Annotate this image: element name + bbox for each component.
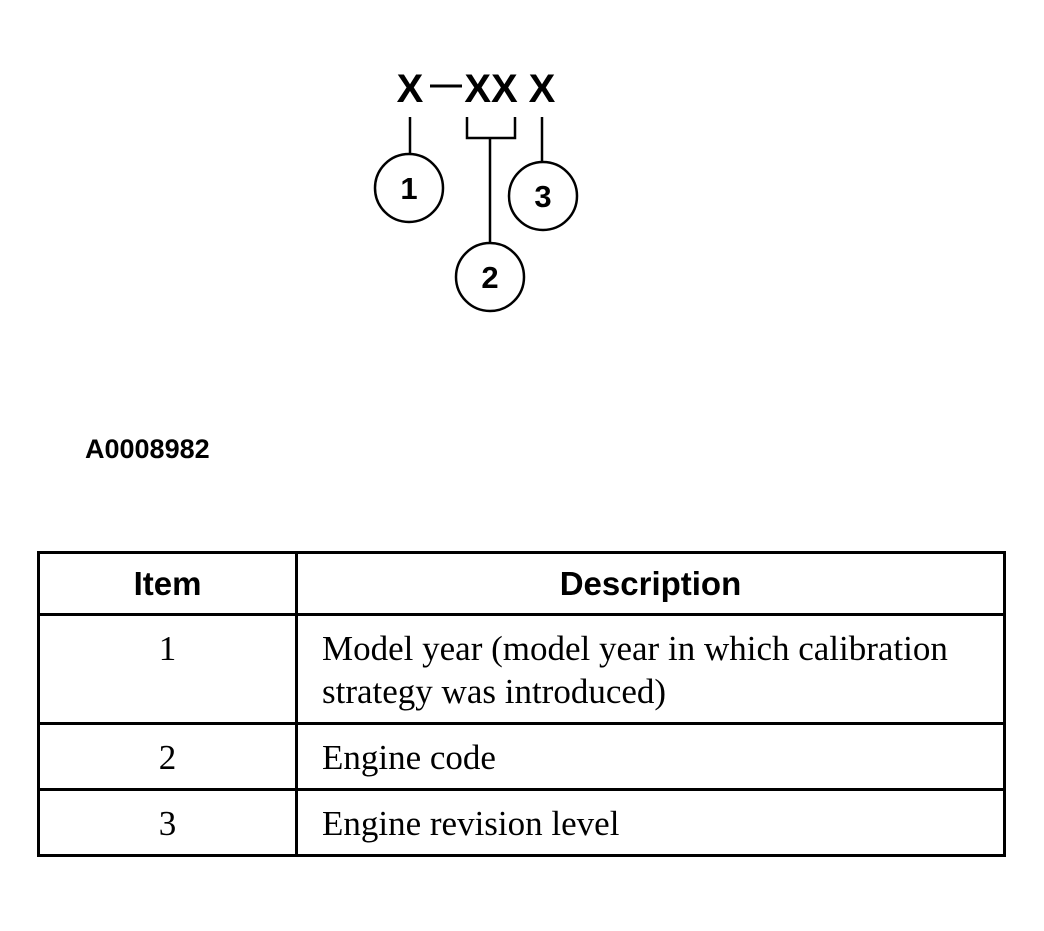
item-cell: 3 <box>37 788 298 857</box>
figure-id: A0008982 <box>85 434 210 464</box>
code-part-revision: X <box>529 67 556 111</box>
code-format-diagram: X XX X 1 2 3 <box>373 67 579 313</box>
callout-1: 1 <box>373 152 445 224</box>
header-description: Description <box>295 551 1006 616</box>
table-row: 1 Model year (model year in which calibr… <box>37 613 1006 725</box>
code-part-year: X <box>397 67 424 111</box>
table-row: 2 Engine code <box>37 722 1006 791</box>
table-row: 3 Engine revision level <box>37 788 1006 857</box>
description-cell: Model year (model year in which calibrat… <box>295 613 1006 725</box>
callout-2-label: 2 <box>481 260 498 295</box>
callout-1-label: 1 <box>400 171 417 206</box>
code-part-engine: XX <box>464 67 518 111</box>
item-cell: 1 <box>37 613 298 725</box>
item-cell: 2 <box>37 722 298 791</box>
legend-table: Item Description 1 Model year (model yea… <box>37 551 1006 857</box>
description-cell: Engine revision level <box>295 788 1006 857</box>
bracket-engine-code <box>465 117 517 140</box>
callout-3: 3 <box>507 160 579 232</box>
header-item: Item <box>37 551 298 616</box>
callout-3-label: 3 <box>534 179 551 214</box>
callout-2: 2 <box>454 241 526 313</box>
description-cell: Engine code <box>295 722 1006 791</box>
table-header-row: Item Description <box>37 551 1006 616</box>
